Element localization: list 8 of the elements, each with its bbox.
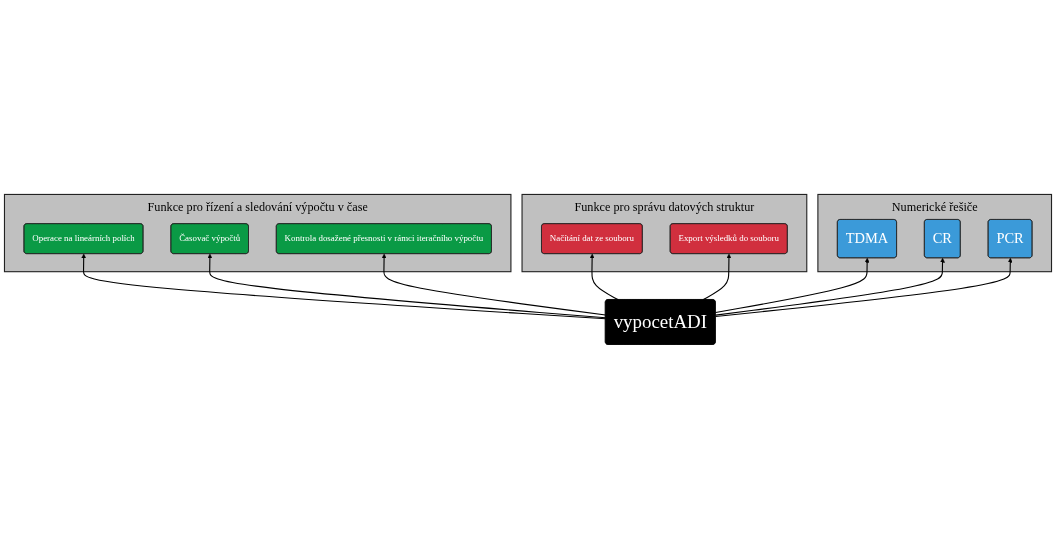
arrow bbox=[81, 253, 607, 320]
arrow bbox=[381, 253, 607, 316]
arrow bbox=[207, 253, 607, 319]
arrow bbox=[715, 257, 945, 316]
arrow bbox=[715, 257, 1013, 318]
arrow bbox=[702, 253, 732, 301]
arrow bbox=[715, 257, 870, 314]
arrow bbox=[589, 253, 619, 301]
